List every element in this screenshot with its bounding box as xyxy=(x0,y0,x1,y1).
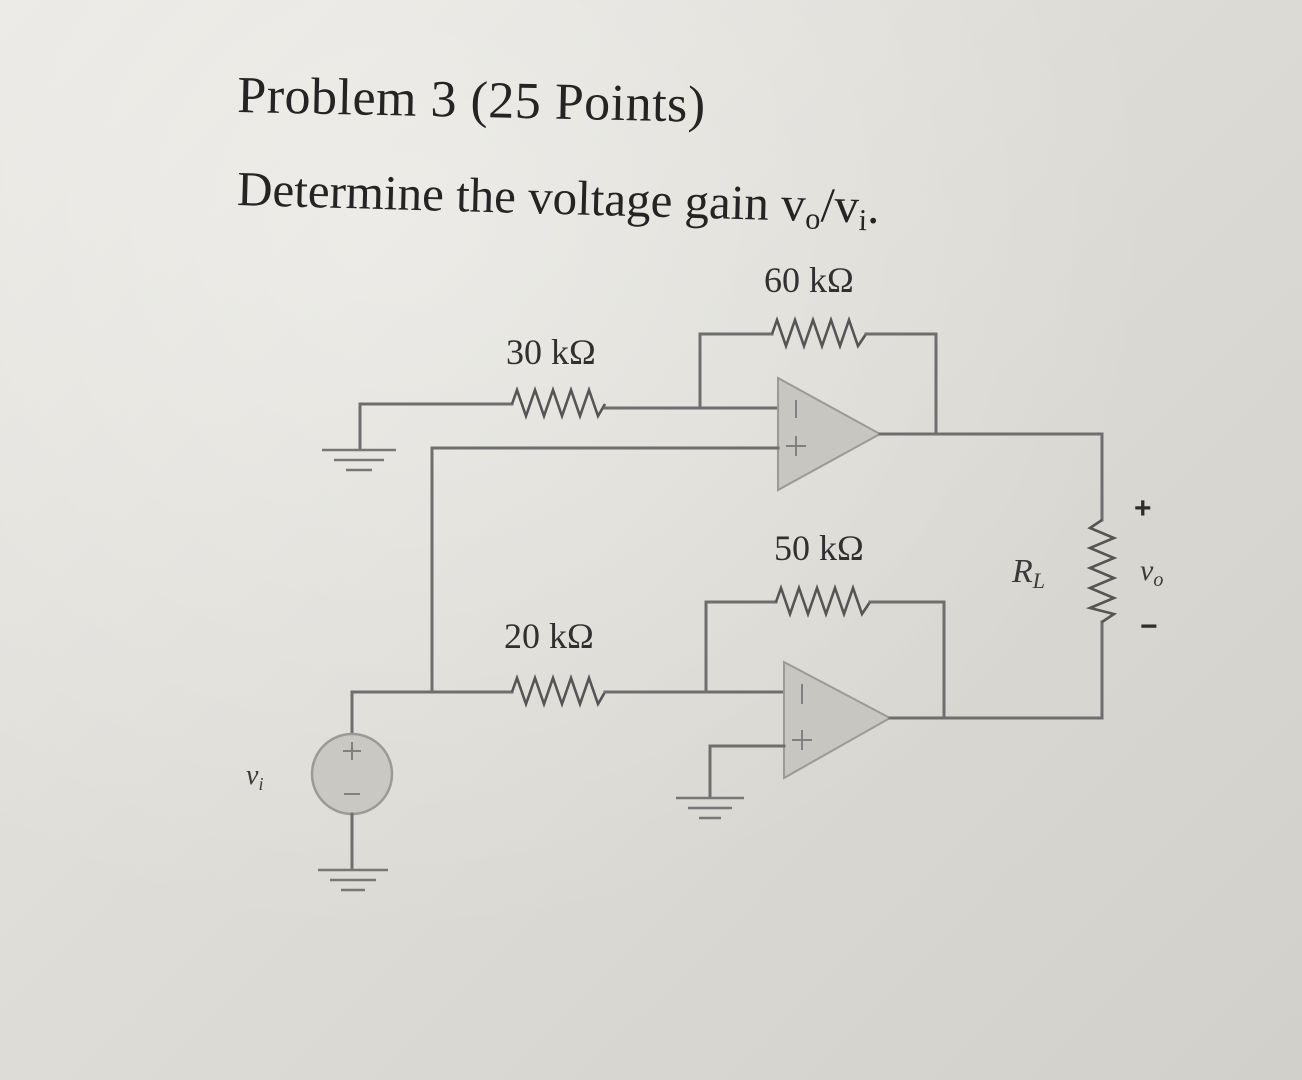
wire-top-feedback-left xyxy=(698,332,774,410)
opamp-top xyxy=(777,376,883,492)
resistor-20k xyxy=(510,674,607,708)
ground-symbol-source xyxy=(318,868,388,892)
wire-bottom-noninverting-ground xyxy=(708,744,786,798)
wire-top-noninverting-to-vi xyxy=(430,446,780,694)
wire-top-ground-riser xyxy=(358,402,514,450)
label-output: vo xyxy=(1140,554,1163,591)
label-output-main: v xyxy=(1140,554,1154,587)
source-plus-sign xyxy=(343,742,361,760)
label-output-plus: + xyxy=(1134,492,1152,525)
resistor-30k xyxy=(510,386,607,420)
label-20k: 20 kΩ xyxy=(504,616,594,656)
label-source-sub: i xyxy=(258,774,263,794)
opamp-bottom xyxy=(783,660,893,780)
label-source: vi xyxy=(246,760,263,794)
wire-top-feedback-right xyxy=(864,332,938,436)
resistor-50k xyxy=(774,584,872,618)
label-output-minus: − xyxy=(1140,610,1158,643)
resistor-load xyxy=(1085,518,1118,624)
wire-source-riser xyxy=(350,690,514,740)
ground-symbol-top-left xyxy=(322,448,396,472)
label-60k: 60 kΩ xyxy=(764,260,854,300)
label-load-sub: L xyxy=(1032,568,1045,593)
label-output-sub: o xyxy=(1153,569,1163,591)
resistor-60k xyxy=(770,316,868,350)
wire-bottom-feedback-right xyxy=(868,600,946,720)
label-source-main: v xyxy=(246,760,259,791)
label-load-main: R xyxy=(1011,553,1033,590)
wire-top-output xyxy=(878,432,1104,522)
opamp-top-plus-sign xyxy=(786,436,806,456)
ground-symbol-bottom-right xyxy=(676,796,744,820)
label-30k: 30 kΩ xyxy=(506,332,596,372)
label-load-resistor: RL xyxy=(1011,553,1045,593)
wire-bottom-feedback-left xyxy=(704,600,778,694)
wire-bottom-output xyxy=(888,620,1104,720)
label-50k: 50 kΩ xyxy=(774,528,864,568)
opamp-bottom-plus-sign xyxy=(792,730,812,750)
